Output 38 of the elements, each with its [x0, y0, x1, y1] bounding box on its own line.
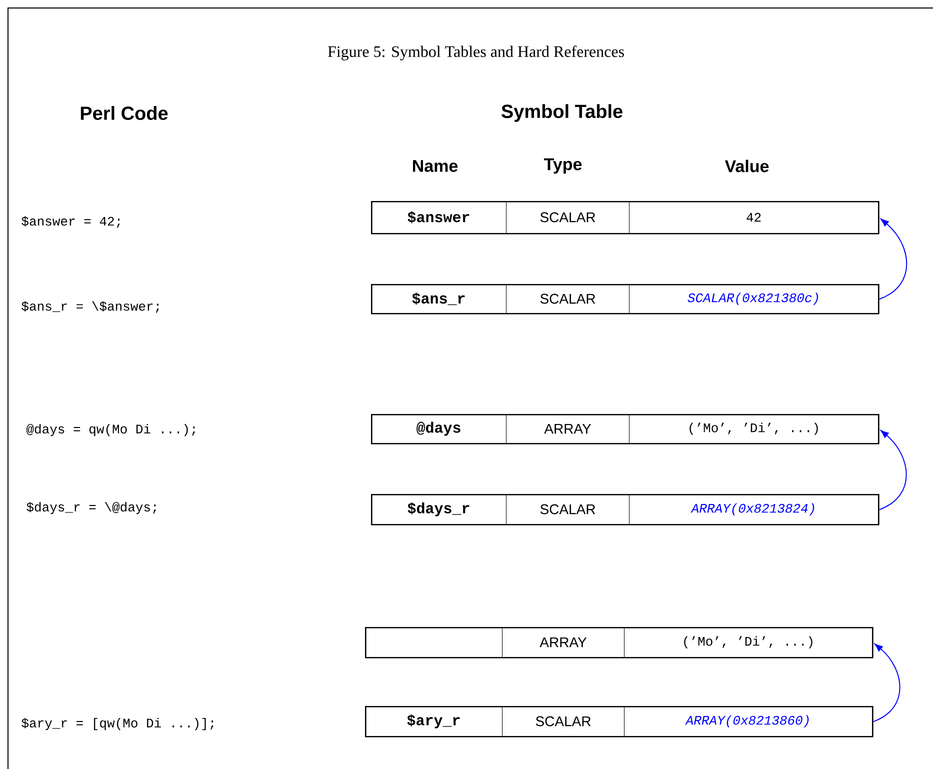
table-cell: SCALAR	[506, 284, 630, 314]
table-row	[371, 284, 880, 314]
table-cell: ARRAY(0x8213860)	[624, 706, 873, 736]
table-cell: SCALAR	[502, 706, 624, 736]
reference-arrow	[872, 644, 900, 722]
table-cell: @days	[371, 414, 506, 444]
reference-arrow	[878, 218, 908, 300]
code-line: $days_r = \@days;	[26, 502, 156, 514]
section-heading: Perl Code	[80, 106, 168, 120]
table-row	[365, 706, 874, 738]
table-cell: SCALAR	[506, 201, 630, 234]
code-line: $answer = 42;	[22, 216, 120, 228]
figure-title: Figure 5: Symbol Tables and Hard References	[328, 46, 624, 60]
table-cell	[365, 627, 502, 658]
column-heading: Type	[544, 158, 582, 174]
column-heading: Name	[413, 160, 458, 172]
table-cell: 42	[629, 201, 878, 234]
column-heading: Value	[724, 160, 769, 172]
code-line: $ans_r = \$answer;	[22, 301, 159, 313]
table-cell: SCALAR(0x821380c)	[629, 284, 878, 314]
table-cell: ARRAY(0x8213824)	[629, 494, 878, 524]
table-cell: $ans_r	[371, 284, 506, 314]
table-cell: $days_r	[371, 494, 506, 524]
code-line: @days = qw(Mo Di ...);	[26, 424, 195, 436]
table-cell: $answer	[371, 201, 506, 234]
table-row	[365, 627, 874, 658]
table-row	[371, 201, 880, 234]
table-cell: ARRAY	[506, 414, 630, 444]
table-row	[371, 414, 880, 444]
table-row	[371, 494, 880, 526]
table-cell: (’Mo’, ’Di’, ...)	[624, 627, 873, 658]
table-cell: SCALAR	[506, 494, 630, 524]
section-heading: Symbol Table	[502, 104, 622, 122]
reference-arrow	[878, 430, 907, 510]
table-cell: (’Mo’, ’Di’, ...)	[629, 414, 878, 444]
table-cell: ARRAY	[502, 627, 624, 658]
table-cell: $ary_r	[365, 706, 502, 736]
code-line: $ary_r = [qw(Mo Di ...)];	[22, 718, 214, 730]
